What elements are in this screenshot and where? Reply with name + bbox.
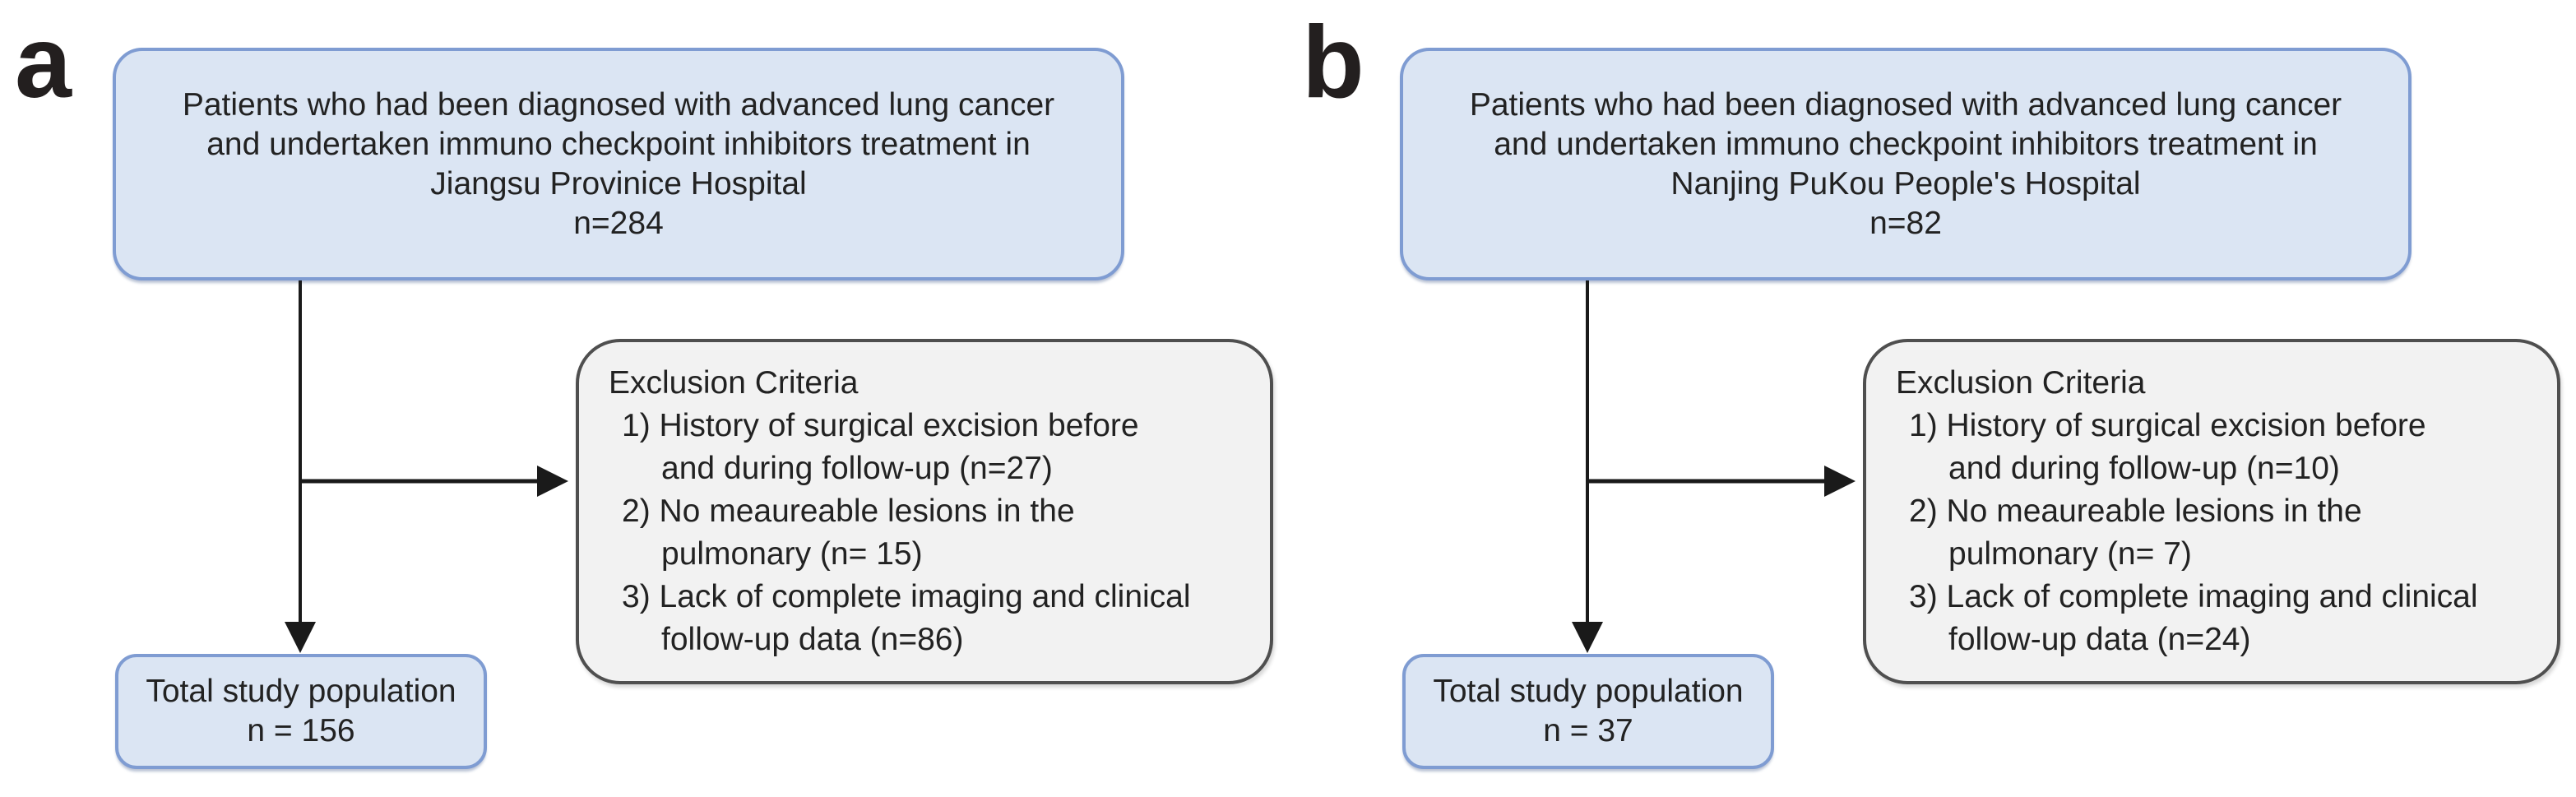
panel-b-label: b	[1302, 6, 1364, 119]
source-box-count: n=82	[1869, 205, 1942, 241]
source-box-line: Nanjing PuKou People's Hospital	[1670, 165, 2141, 202]
exclusion-item: 3) Lack of complete imaging and clinical…	[1909, 579, 2478, 657]
exclusion-items: 1) History of surgical excision before a…	[1909, 405, 2532, 661]
exclusion-item: 2) No meaureable lesions in the pulmonar…	[1909, 493, 2362, 572]
panel-a: a Patients who had been diagnosed with a…	[15, 6, 1273, 769]
source-box-line: Jiangsu Provinice Hospital	[430, 165, 807, 202]
source-box-line: and undertaken immuno checkpoint inhibit…	[206, 126, 1031, 162]
total-box-count: n = 156	[247, 713, 355, 748]
exclusion-items: 1) History of surgical excision before a…	[622, 405, 1245, 661]
total-population-box: Total study population n = 37	[1402, 654, 1774, 769]
down-arrow-head	[1572, 622, 1603, 653]
total-box-line: Total study population	[146, 674, 456, 709]
total-box-count: n = 37	[1543, 713, 1633, 748]
source-box-count: n=284	[573, 205, 664, 241]
panel-b: b Patients who had been diagnosed with a…	[1287, 0, 2576, 797]
source-box-line: Patients who had been diagnosed with adv…	[182, 86, 1055, 123]
right-arrow-head	[1824, 466, 1856, 497]
exclusion-title: Exclusion Criteria	[609, 365, 859, 401]
total-population-box: Total study population n = 156	[115, 654, 487, 769]
source-population-box: Patients who had been diagnosed with adv…	[113, 48, 1124, 280]
exclusion-title: Exclusion Criteria	[1896, 365, 2146, 401]
source-box-line: and undertaken immuno checkpoint inhibit…	[1494, 126, 2318, 162]
source-population-box: Patients who had been diagnosed with adv…	[1400, 48, 2412, 280]
total-box-line: Total study population	[1433, 674, 1744, 709]
exclusion-item: 1) History of surgical excision before a…	[1909, 408, 2426, 486]
source-box-line: Patients who had been diagnosed with adv…	[1469, 86, 2342, 123]
panel-a-label: a	[15, 6, 72, 119]
exclusion-item: 2) No meaureable lesions in the pulmonar…	[622, 493, 1075, 572]
exclusion-item: 1) History of surgical excision before a…	[622, 408, 1139, 486]
down-arrow-head	[285, 622, 316, 653]
exclusion-criteria-box: Exclusion Criteria 1) History of surgica…	[576, 339, 1273, 684]
right-arrow-head	[537, 466, 568, 497]
exclusion-item: 3) Lack of complete imaging and clinical…	[622, 579, 1191, 657]
exclusion-criteria-box: Exclusion Criteria 1) History of surgica…	[1863, 339, 2560, 684]
